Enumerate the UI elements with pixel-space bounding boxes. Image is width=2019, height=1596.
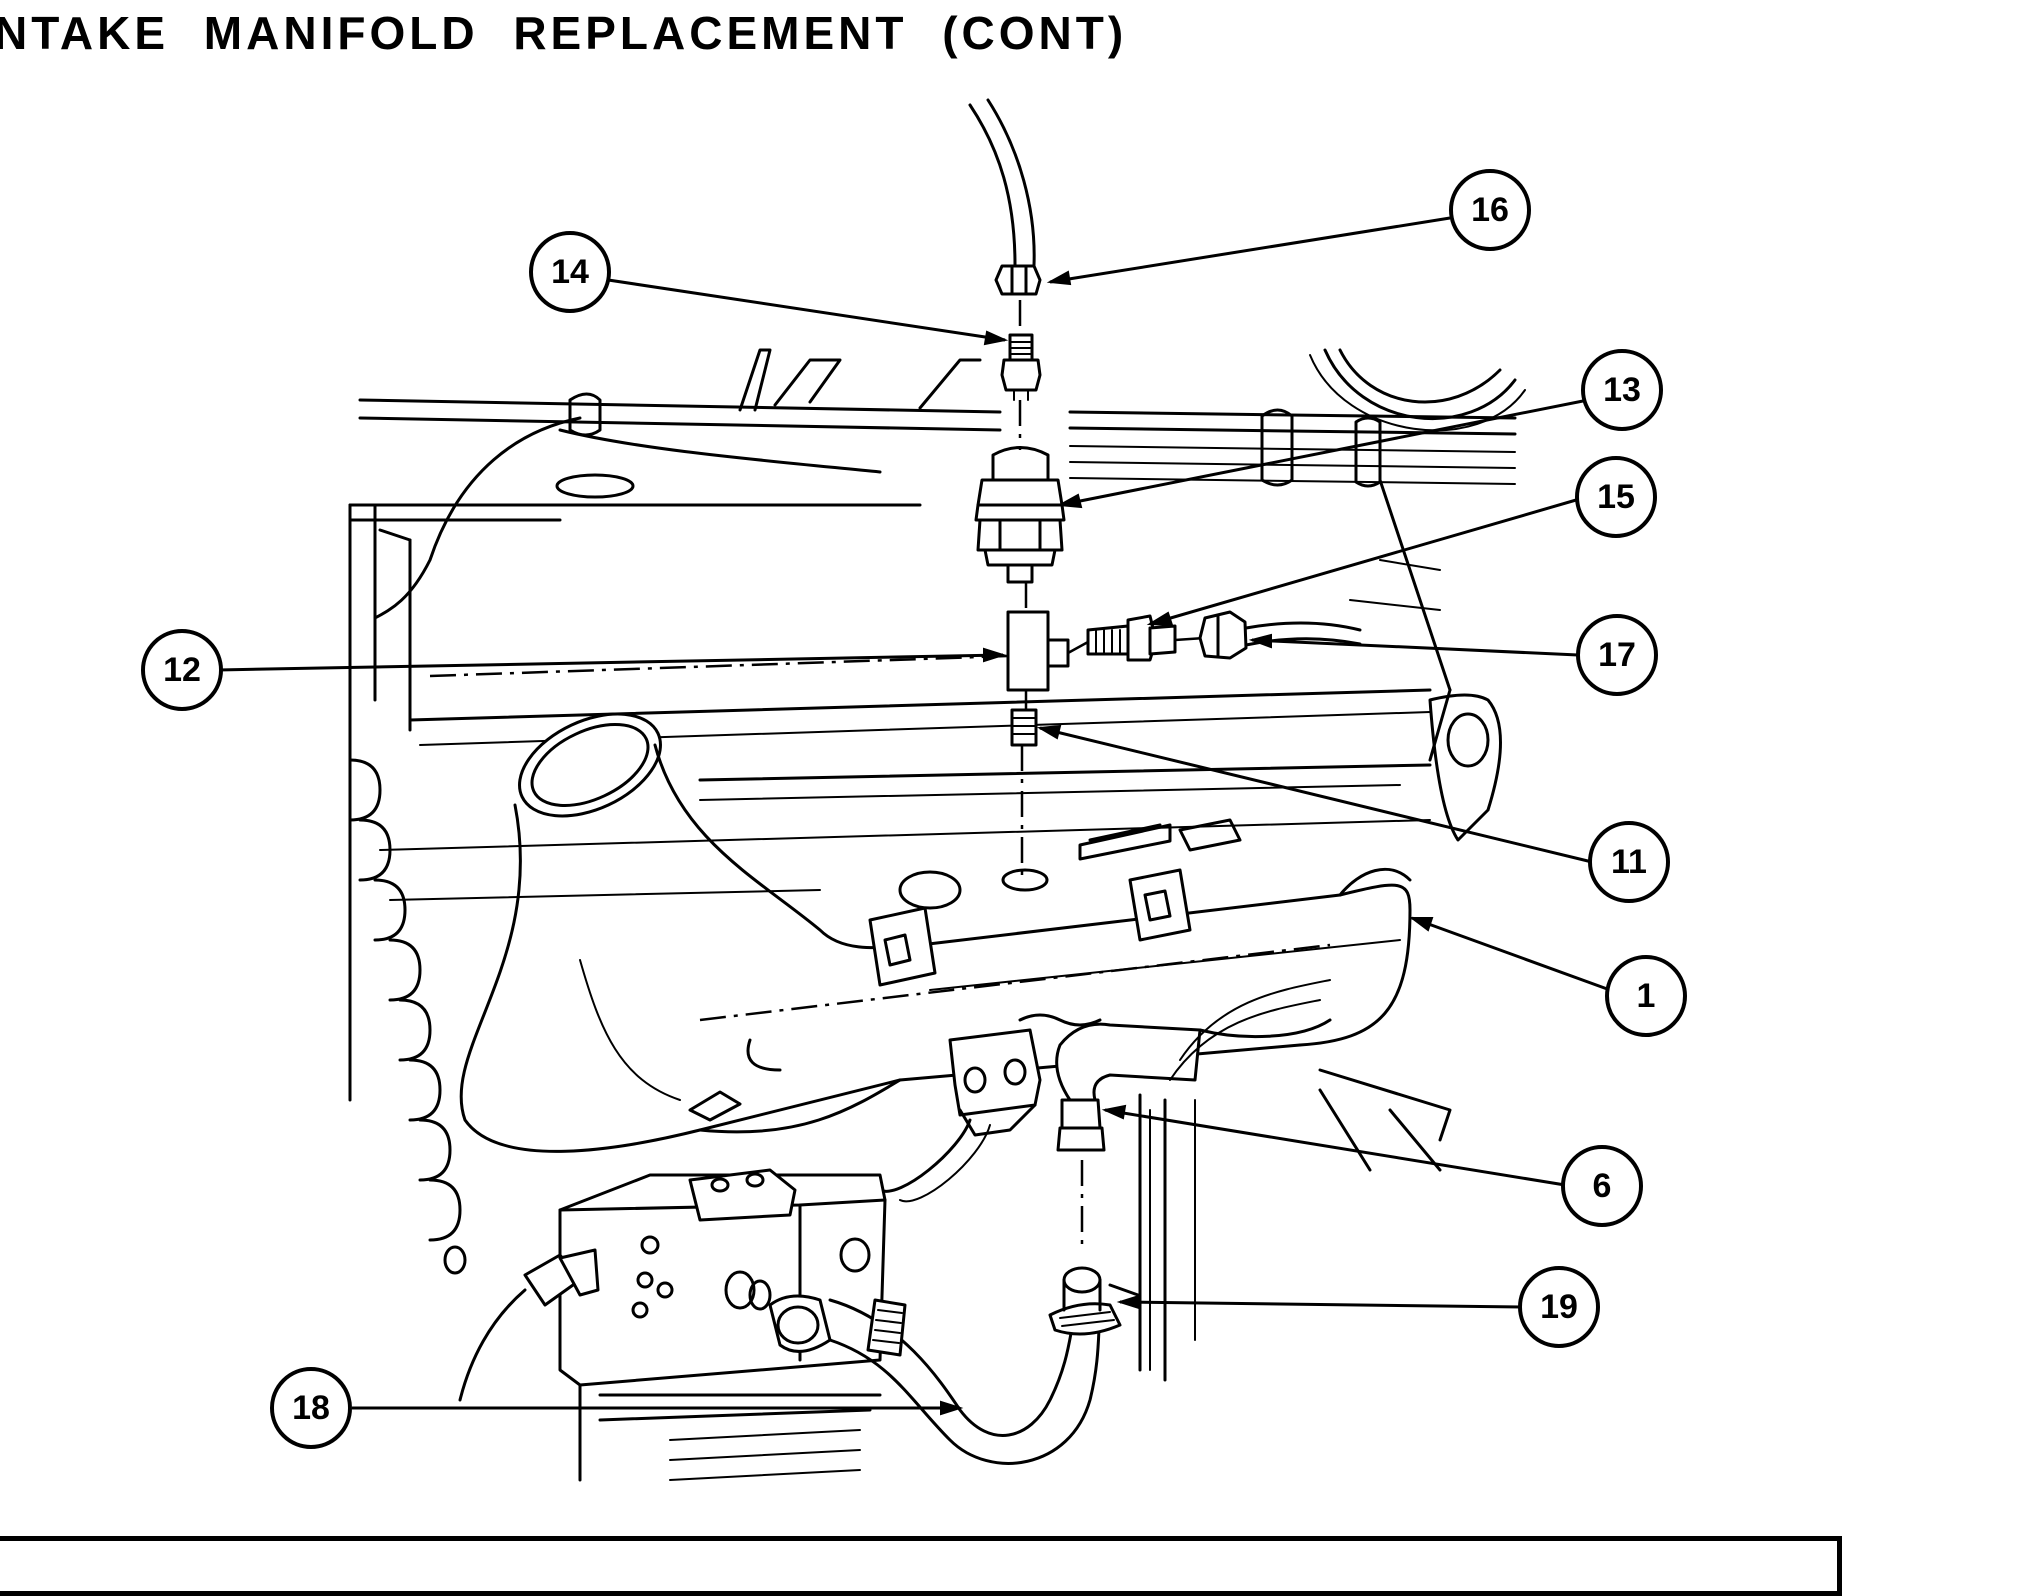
- fittings-stack: [429, 98, 1362, 880]
- intake-manifold: [459, 712, 1412, 1153]
- callout-19: 19: [1518, 1266, 1600, 1348]
- callout-11-label: 11: [1611, 843, 1647, 881]
- callout-15-label: 15: [1597, 478, 1635, 516]
- callout-16-label: 16: [1471, 191, 1509, 229]
- callout-13-label: 13: [1603, 371, 1641, 409]
- callout-14: 14: [529, 231, 611, 313]
- callout-1: 1: [1605, 955, 1687, 1037]
- page-title: NTAKE MANIFOLD REPLACEMENT (CONT): [0, 7, 1128, 59]
- callout-12-label: 12: [163, 651, 201, 689]
- callout-17: 17: [1576, 614, 1658, 696]
- callout-17-label: 17: [1598, 636, 1636, 674]
- callout-16: 16: [1449, 169, 1531, 251]
- callout-6: 6: [1561, 1145, 1643, 1227]
- leader-lines: [217, 216, 1611, 1416]
- callout-18-label: 18: [292, 1389, 330, 1427]
- callout-14-label: 14: [551, 253, 589, 291]
- callout-19-label: 19: [1540, 1288, 1578, 1326]
- callout-11: 11: [1588, 821, 1670, 903]
- callout-12: 12: [141, 629, 223, 711]
- callout-15: 15: [1575, 456, 1657, 538]
- engine-block-outline: [348, 348, 1526, 1382]
- callout-1-label: 1: [1637, 977, 1656, 1015]
- callout-13: 13: [1581, 349, 1663, 431]
- callout-18: 18: [270, 1367, 352, 1449]
- content-frame: [0, 1536, 1842, 1596]
- callout-6-label: 6: [1593, 1167, 1612, 1205]
- lower-assembly: [458, 979, 1332, 1482]
